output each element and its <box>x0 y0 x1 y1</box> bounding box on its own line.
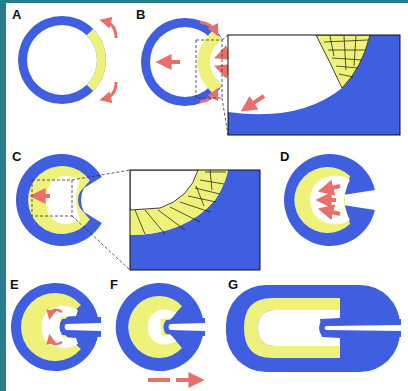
movement-arrow <box>50 310 62 316</box>
movement-arrow <box>104 82 116 99</box>
movement-arrow <box>200 22 216 32</box>
zoom-box <box>196 40 222 98</box>
movement-arrow <box>324 186 340 190</box>
frame-strip <box>0 0 6 391</box>
slit <box>325 325 402 331</box>
movement-arrow <box>200 92 216 102</box>
inset-wall <box>130 170 260 270</box>
movement-arrow <box>324 210 340 214</box>
panel-letter: C <box>12 150 21 163</box>
panel-letter: D <box>280 150 289 163</box>
movement-arrow <box>104 21 116 38</box>
movement-arrow <box>246 96 264 108</box>
bottle-cells <box>130 170 228 235</box>
slit <box>65 323 102 331</box>
bottle-cells <box>316 35 370 88</box>
slit-wall <box>60 317 102 337</box>
movement-arrow <box>36 194 50 198</box>
panel-letter: F <box>110 278 118 291</box>
embryo-wall <box>284 154 375 246</box>
blastocoel <box>46 176 80 224</box>
inset-wall <box>228 35 400 135</box>
panel-letter: A <box>12 8 21 21</box>
embryo-wall <box>16 154 102 246</box>
slit-wall <box>319 319 401 337</box>
cell-outline <box>324 36 368 77</box>
slit <box>169 323 206 331</box>
zoom-box <box>32 180 72 216</box>
zoom-leader <box>222 35 228 135</box>
vegetal-plate <box>87 29 106 91</box>
inset-frame <box>228 35 400 135</box>
extension-arrow <box>148 378 198 382</box>
panel-letter: E <box>10 278 19 291</box>
movement-arrow <box>322 198 336 202</box>
cell-outline <box>135 170 226 234</box>
slit-wall <box>164 318 206 336</box>
blastocoel <box>310 176 350 225</box>
inset-frame <box>130 170 260 270</box>
frame-strip <box>0 0 408 3</box>
blastula-ring <box>18 16 106 104</box>
movement-arrow <box>162 60 180 64</box>
zoom-leader <box>72 170 130 270</box>
embryo-wall <box>226 285 400 372</box>
panel-letter: B <box>136 8 145 21</box>
inset-frame <box>130 170 260 270</box>
panel-letter: G <box>228 278 238 291</box>
movement-arrow <box>50 338 62 344</box>
inset-frame <box>228 35 400 135</box>
inner-cavity <box>130 170 198 210</box>
archenteron-lining <box>294 167 350 233</box>
